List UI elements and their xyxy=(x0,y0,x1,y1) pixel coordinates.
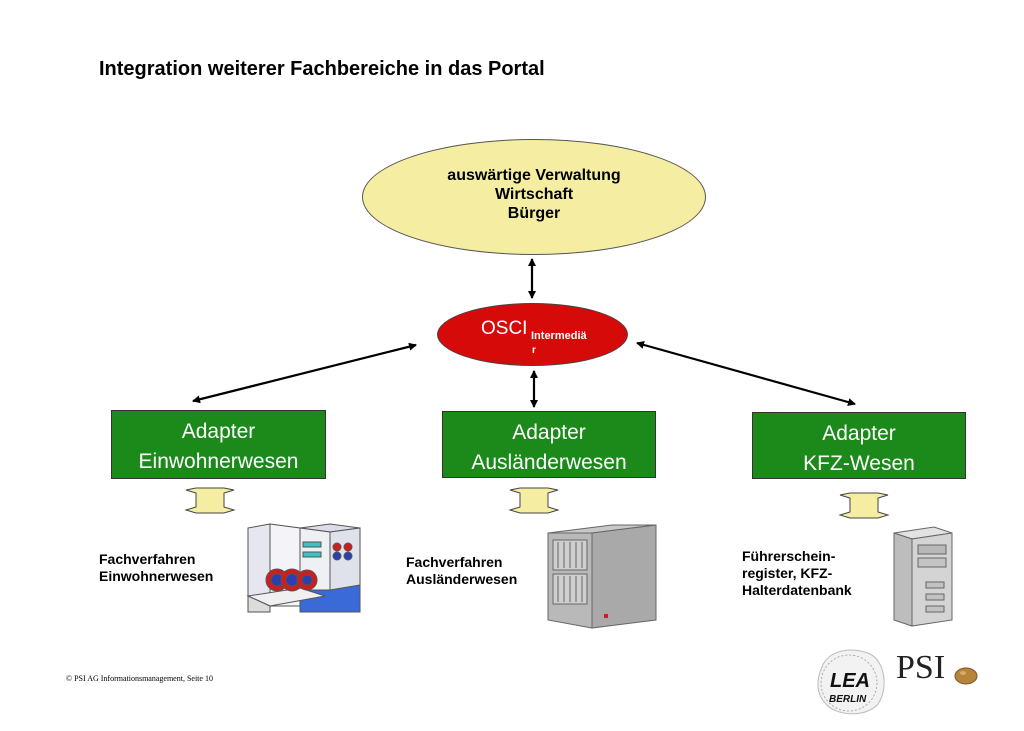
adapter-auslaenderwesen: Adapter Ausländerwesen xyxy=(442,411,656,478)
adapter-label: Adapter xyxy=(822,422,896,445)
lea-berlin-logo: LEA BERLIN xyxy=(817,649,885,715)
tower-pc-illustration xyxy=(893,526,953,627)
osci-subscript-wrap: r xyxy=(532,345,536,356)
ellipse-line: auswärtige Verwaltung xyxy=(447,167,621,184)
ellipse-line: Bürger xyxy=(507,205,561,222)
psi-potato-icon xyxy=(954,667,978,685)
server-rack-illustration xyxy=(547,524,657,629)
block-arrow-1 xyxy=(184,487,236,514)
psi-logo: PSI xyxy=(896,649,946,686)
adapter-kfz-wesen: Adapter KFZ-Wesen xyxy=(752,412,966,479)
procedure-label: Führerschein- xyxy=(742,548,836,564)
page-title: Integration weiterer Fachbereiche in das… xyxy=(99,58,545,80)
procedure-label: Einwohnerwesen xyxy=(99,568,214,584)
adapter-label: Einwohnerwesen xyxy=(138,450,299,473)
adapter-label: Adapter xyxy=(512,421,586,444)
procedure-fuehrerscheinregister: Führerschein- register, KFZ- Halterdaten… xyxy=(742,548,852,599)
arrow-osci-adapter-1 xyxy=(192,342,417,404)
adapter-label: Ausländerwesen xyxy=(471,451,627,474)
procedure-label: Ausländerwesen xyxy=(406,571,518,587)
adapter-einwohnerwesen: Adapter Einwohnerwesen xyxy=(111,410,326,479)
osci-label: OSCI xyxy=(481,318,528,339)
block-arrow-2 xyxy=(508,487,560,514)
adapter-label: Adapter xyxy=(181,420,256,443)
procedure-label: register, KFZ- xyxy=(742,565,833,581)
footer-copyright: © PSI AG Informationsmanagement, Seite 1… xyxy=(66,674,213,683)
adapter-label: KFZ-Wesen xyxy=(803,452,915,475)
procedure-einwohnerwesen: Fachverfahren Einwohnerwesen xyxy=(99,551,213,585)
svg-text:LEA: LEA xyxy=(830,670,870,692)
osci-intermediary-ellipse: OSCI Intermediä r xyxy=(437,303,628,366)
external-actors-ellipse: auswärtige Verwaltung Wirtschaft Bürger xyxy=(362,139,706,255)
mainframe-illustration xyxy=(246,523,361,613)
procedure-label: Fachverfahren xyxy=(406,554,503,570)
procedure-label: Fachverfahren xyxy=(99,551,196,567)
block-arrow-3 xyxy=(838,492,890,519)
arrow-osci-adapter-3 xyxy=(636,341,856,406)
svg-text:BERLIN: BERLIN xyxy=(829,694,867,705)
procedure-auslaenderwesen: Fachverfahren Ausländerwesen xyxy=(406,554,517,588)
ellipse-line: Wirtschaft xyxy=(494,186,574,203)
procedure-label: Halterdatenbank xyxy=(742,582,852,598)
osci-subscript: Intermediä xyxy=(531,330,587,342)
